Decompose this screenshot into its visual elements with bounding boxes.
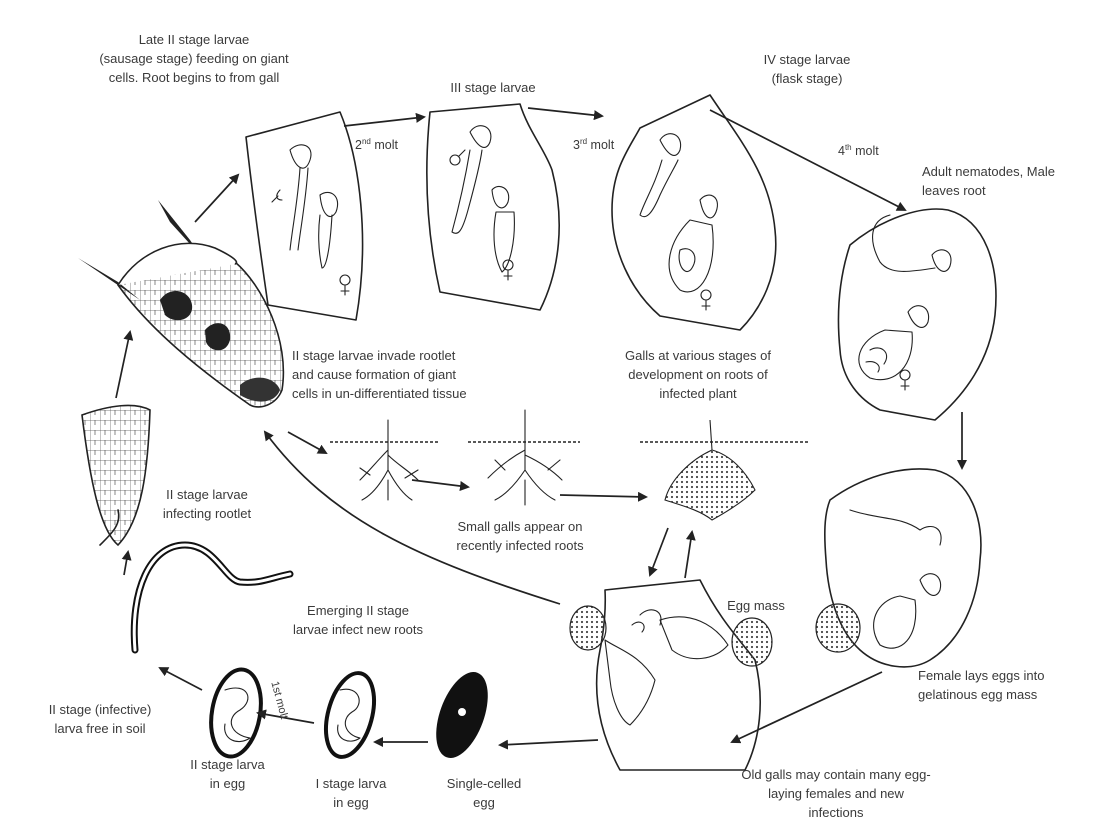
label-i-stage-larva-in-egg: I stage larva in egg xyxy=(296,774,406,812)
root-systems-illustration xyxy=(330,410,810,520)
label-4th-molt: 4th molt xyxy=(838,143,879,158)
label-female-lays-eggs: Female lays eggs into gelatinous egg mas… xyxy=(918,666,1098,704)
iii-stage-root-illustration xyxy=(427,104,559,310)
label-galls-various-stages: Galls at various stages of development o… xyxy=(598,346,798,403)
label-single-celled-egg: Single-celled egg xyxy=(424,774,544,812)
female-egg-mass-illustration xyxy=(816,469,981,667)
label-egg-mass: Egg mass xyxy=(716,596,796,615)
label-iv-stage-larvae: IV stage larvae (flask stage) xyxy=(732,50,882,88)
label-small-galls: Small galls appear on recently infected … xyxy=(430,517,610,555)
label-adult-nematodes: Adult nematodes, Male leaves root xyxy=(922,162,1100,200)
label-old-galls: Old galls may contain many egg- laying f… xyxy=(716,765,956,822)
adult-nematodes-illustration xyxy=(838,209,995,420)
eggs-illustration xyxy=(205,665,498,765)
label-ii-stage-invade-rootlet: II stage larvae invade rootlet and cause… xyxy=(292,346,542,403)
infected-rootlet-illustration xyxy=(82,405,150,545)
root-tip-illustration xyxy=(78,200,283,407)
label-2nd-molt: 2nd molt xyxy=(355,137,398,152)
label-ii-stage-free-in-soil: II stage (infective) larva free in soil xyxy=(10,700,190,738)
label-iii-stage-larvae: III stage larvae xyxy=(418,78,568,97)
late-ii-stage-root-illustration xyxy=(246,112,363,320)
label-ii-stage-infecting-rootlet: II stage larvae infecting rootlet xyxy=(142,485,272,523)
label-emerging-ii-stage: Emerging II stage larvae infect new root… xyxy=(258,601,458,639)
label-ii-stage-larva-in-egg: II stage larva in egg xyxy=(170,755,285,793)
label-3rd-molt: 3rd molt xyxy=(573,137,614,152)
label-late-ii-stage-larvae: Late II stage larvae (sausage stage) fee… xyxy=(58,30,330,87)
